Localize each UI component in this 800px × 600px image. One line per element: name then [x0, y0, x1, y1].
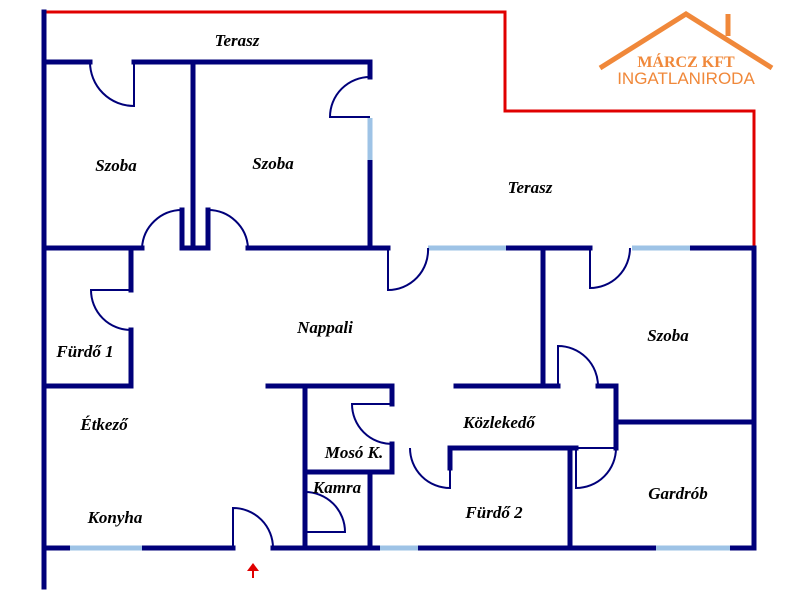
company-logo: MÁRCZ KFT INGATLANIRODA	[598, 11, 774, 88]
label-furdo-1: Fürdő 1	[55, 342, 113, 361]
label-terasz-right: Terasz	[508, 178, 553, 197]
windows	[70, 118, 730, 551]
label-nappali: Nappali	[296, 318, 353, 337]
label-furdo-2: Fürdő 2	[464, 503, 523, 522]
logo-company-name: MÁRCZ KFT	[637, 52, 735, 71]
entrance-arrow-icon	[247, 563, 259, 578]
label-moso: Mosó K.	[324, 443, 384, 462]
label-szoba-1: Szoba	[95, 156, 137, 175]
terrace-outline	[44, 10, 756, 248]
house-roof-icon	[598, 11, 774, 71]
label-terasz-top: Terasz	[215, 31, 260, 50]
label-szoba-2: Szoba	[252, 154, 294, 173]
walls	[41, 9, 757, 590]
label-gardrob: Gardrób	[648, 484, 708, 503]
label-kozlekedo: Közlekedő	[462, 413, 536, 432]
label-szoba-3: Szoba	[647, 326, 689, 345]
doors	[89, 61, 631, 549]
logo-subtitle: INGATLANIRODA	[617, 69, 755, 88]
label-etkezo: Étkező	[79, 415, 129, 434]
label-konyha: Konyha	[87, 508, 143, 527]
label-kamra: Kamra	[312, 478, 362, 497]
